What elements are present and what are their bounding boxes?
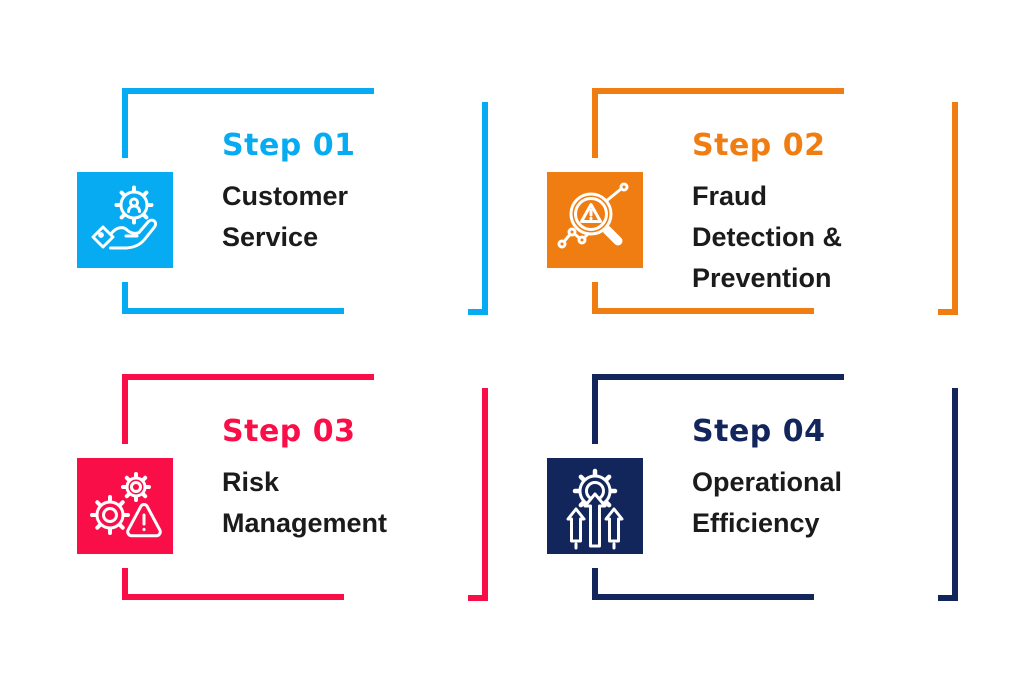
card-title-line: Risk (222, 467, 280, 497)
card-title: Fraud Detection & Prevention (692, 176, 958, 299)
frame-left-line-lower (592, 282, 598, 314)
frame-bottom-line (122, 594, 344, 600)
card-title-line: Efficiency (692, 508, 820, 538)
frame-bottom-line (592, 594, 814, 600)
frame-top-line (592, 374, 844, 380)
right-bracket-foot (938, 309, 958, 315)
card-title-line: Fraud (692, 181, 768, 211)
right-bracket-line (952, 388, 958, 601)
magnifier-warning-analytics-icon (557, 182, 629, 249)
frame-left-line-lower (122, 568, 128, 600)
card-text-column: Step 01 Customer Service (222, 128, 488, 258)
right-bracket-foot (468, 309, 488, 315)
right-bracket-foot (938, 595, 958, 601)
right-bracket-line (482, 388, 488, 601)
card-title: Risk Management (222, 462, 488, 544)
step-label: Step 02 (692, 128, 826, 163)
right-bracket-line (482, 102, 488, 315)
step-card-02: Step 02 Fraud Detection & Prevention (547, 88, 958, 328)
frame-top-line (122, 374, 374, 380)
gear-rising-arrows-icon (566, 468, 624, 550)
frame-left-line-lower (122, 282, 128, 314)
frame-bottom-line (122, 308, 344, 314)
step-label: Step 01 (222, 128, 356, 163)
risk-management-icon (77, 458, 173, 554)
card-title: Operational Efficiency (692, 462, 958, 544)
card-title-line: Service (222, 222, 319, 252)
card-title-line: Management (222, 508, 388, 538)
right-bracket-foot (468, 595, 488, 601)
card-title-line: Customer (222, 181, 349, 211)
step-card-03: Step 03 Risk Management (77, 374, 488, 614)
frame-left-line-lower (592, 568, 598, 600)
card-text-column: Step 03 Risk Management (222, 414, 488, 544)
fraud-detection-icon (547, 172, 643, 268)
frame-top-line (592, 88, 844, 94)
step-card-01: Step 01 Customer Service (77, 88, 488, 328)
frame-bottom-line (592, 308, 814, 314)
gears-warning-triangle-icon (90, 472, 162, 538)
step-card-04: Step 04 Operational Efficiency (547, 374, 958, 614)
frame-left-line-upper (592, 88, 598, 158)
card-title-line: Operational (692, 467, 843, 497)
frame-left-line-upper (592, 374, 598, 444)
operational-efficiency-icon (547, 458, 643, 554)
card-title-line: Detection & (692, 222, 843, 252)
frame-left-line-upper (122, 88, 128, 158)
hand-holding-gear-user-icon (91, 185, 158, 250)
step-label: Step 03 (222, 414, 356, 449)
customer-service-icon (77, 172, 173, 268)
card-text-column: Step 02 Fraud Detection & Prevention (692, 128, 958, 299)
card-title-line: Prevention (692, 263, 832, 293)
card-title: Customer Service (222, 176, 488, 258)
card-text-column: Step 04 Operational Efficiency (692, 414, 958, 544)
step-label: Step 04 (692, 414, 826, 449)
right-bracket-line (952, 102, 958, 315)
frame-top-line (122, 88, 374, 94)
frame-left-line-upper (122, 374, 128, 444)
